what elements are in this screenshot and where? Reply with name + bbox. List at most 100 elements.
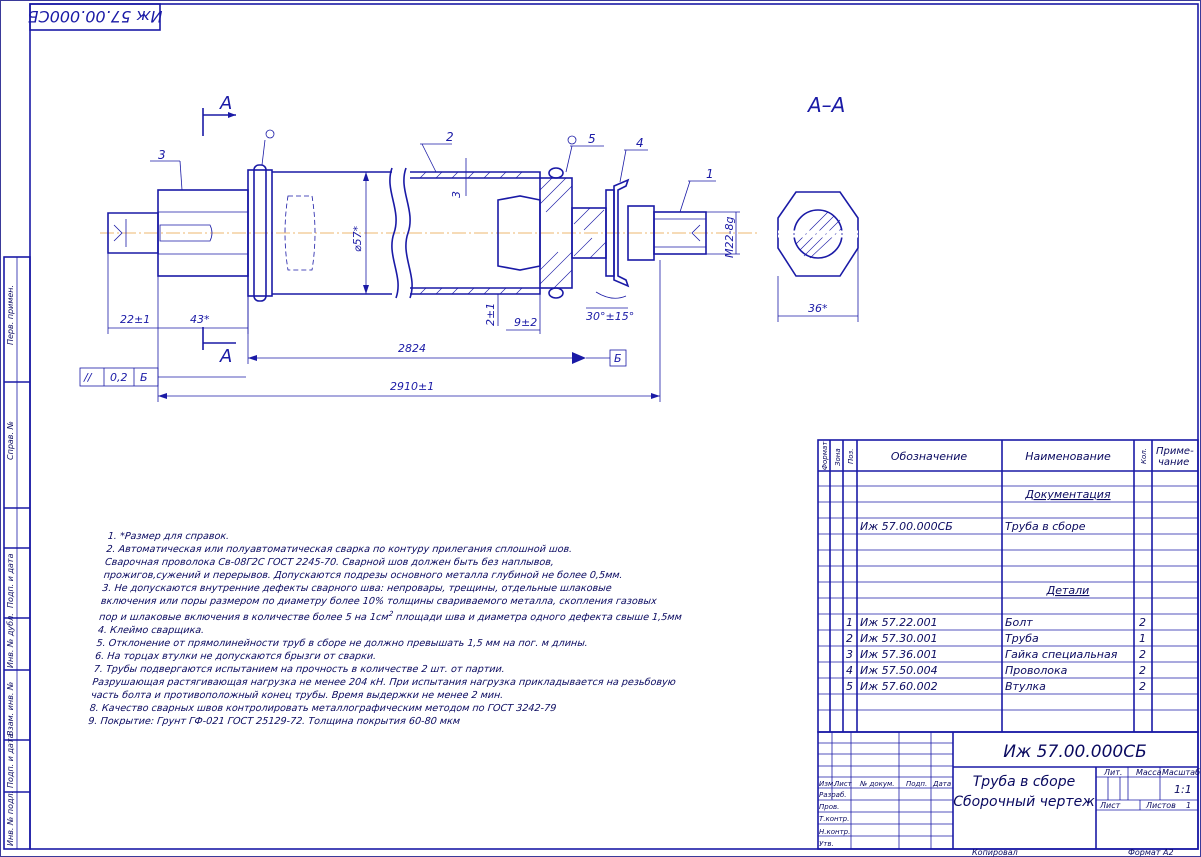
svg-text:Втулка: Втулка — [1005, 680, 1046, 693]
svg-text:2: 2 — [1139, 616, 1146, 629]
note-line: 4. Клеймо сварщика. — [97, 625, 205, 637]
dim-m22: M22-8g — [723, 217, 736, 258]
tb-role-4: Н.контр. — [819, 828, 850, 836]
note-line: 9. Покрытие: Грунт ГФ-021 ГОСТ 25129-72.… — [87, 716, 461, 728]
svg-text:3: 3 — [846, 648, 853, 661]
tb-role-1: Разраб. — [819, 791, 847, 799]
tb-code: Иж 57.00.000СБ — [1003, 742, 1147, 762]
doc-name: Труба в сборе — [1005, 520, 1086, 533]
note-line: пор и шлаковые включения в количестве бо… — [99, 608, 701, 624]
dim-36: 36* — [808, 302, 828, 315]
section-docs: Документация — [1024, 488, 1111, 501]
section-mark-top: А — [219, 93, 232, 114]
callout-2: 2 — [446, 130, 454, 144]
tb-lit: Лит. — [1103, 768, 1122, 777]
table-row: 4 Иж 57.50.004 Проволока 2 — [846, 664, 1146, 677]
side-label-4: Инв. № дубл. — [6, 613, 15, 668]
tb-role-2: Пров. — [819, 803, 839, 811]
tb-title-1: Труба в сборе — [973, 774, 1075, 790]
tb-title-2: Сборочный чертеж — [953, 794, 1095, 810]
svg-text:2: 2 — [1139, 648, 1146, 661]
stamp-box — [29, 3, 161, 31]
callout-5: 5 — [588, 132, 596, 146]
note-line: Разрушающая растягивающая нагрузка не ме… — [91, 677, 677, 689]
tolerance-value: 0,2 — [110, 371, 128, 384]
side-column: Перв. примен. Справ. № Подп. и дата Инв.… — [3, 256, 31, 850]
table-row: 1 Иж 57.22.001 Болт 2 — [846, 616, 1146, 629]
note-superscript: 2 — [388, 610, 394, 618]
note-line: 2. Автоматическая или полуавтоматическая… — [105, 544, 573, 555]
footer-format: Формат А2 — [1128, 848, 1174, 857]
dim-2pm1: 2±1 — [484, 303, 497, 326]
tb-mass: Масса — [1136, 768, 1162, 777]
hdr-pos: Поз. — [847, 449, 855, 465]
svg-text:Проволока: Проволока — [1005, 664, 1068, 677]
section-aa: А–А 36* — [777, 93, 859, 322]
callout-3: 3 — [158, 148, 166, 162]
datum-letter: Б — [614, 352, 622, 365]
footer-copied: Копировал — [972, 848, 1018, 857]
assembly-view: А А 3 2 5 4 1 ⌀57* 3 M22-8g — [79, 93, 760, 402]
side-label-6: Подп. и дата — [6, 733, 15, 788]
tb-sheets-value: 1 — [1186, 801, 1191, 810]
svg-text:2: 2 — [846, 632, 853, 645]
technical-notes: 1. *Размер для справок. 2. Автоматическа… — [88, 530, 709, 728]
hdr-note2: чание — [1158, 457, 1189, 468]
callout-4: 4 — [636, 136, 644, 150]
svg-text:Иж 57.60.002: Иж 57.60.002 — [860, 680, 938, 693]
doc-designation: Иж 57.00.000СБ — [860, 520, 953, 533]
side-label-2: Справ. № — [6, 421, 15, 460]
dim-2824: 2824 — [398, 342, 426, 355]
tb-role-5: Утв. — [819, 840, 834, 848]
section-title: А–А — [806, 93, 845, 117]
svg-text:2: 2 — [1139, 680, 1146, 693]
callout-1: 1 — [706, 167, 714, 181]
table-row: 3 Иж 57.36.001 Гайка специальная 2 — [846, 648, 1146, 661]
note-line: 3. Не допускаются внутренние дефекты сва… — [101, 583, 613, 594]
title-block: Изм. Лист № докум. Подп. Дата Разраб. Пр… — [817, 731, 1200, 850]
side-label-3: Подп. и дата — [6, 553, 15, 608]
section-mark-bottom: А — [219, 346, 232, 367]
tb-col-date: Дата — [932, 780, 951, 788]
table-row: 5 Иж 57.60.002 Втулка 2 — [846, 680, 1146, 693]
tb-scale: Масштаб — [1162, 768, 1200, 777]
dim-43: 43* — [190, 313, 210, 326]
hdr-zone: Зона — [834, 448, 842, 466]
tb-col-izm: Изм. — [819, 780, 835, 788]
stamp-code: Иж 57.00.000СБ — [27, 7, 162, 26]
dim-angle: 30°±15° — [586, 310, 634, 323]
tb-col-sign: Подп. — [906, 780, 927, 788]
hdr-qty: Кол. — [1140, 448, 1148, 464]
tolerance-symbol: // — [83, 371, 93, 384]
svg-text:5: 5 — [846, 680, 853, 693]
note-line: 7. Трубы подвергаются испытанием на проч… — [93, 664, 506, 676]
dim-22pm1: 22±1 — [120, 313, 150, 326]
svg-text:Гайка специальная: Гайка специальная — [1005, 648, 1118, 661]
side-label-5: Взам. инв. № — [6, 682, 15, 736]
tb-sheets: Листов — [1145, 801, 1176, 810]
note-text: пор и шлаковые включения в количестве бо… — [98, 612, 390, 624]
note-line: прожигов,сужений и перерывов. Допускаютс… — [103, 570, 624, 581]
tb-sheet: Лист — [1099, 801, 1121, 810]
note-line: Сварочная проволока Св-08Г2С ГОСТ 2245-7… — [104, 557, 555, 568]
hdr-name: Наименование — [1025, 450, 1111, 463]
tb-role-3: Т.контр. — [819, 815, 849, 823]
svg-text:2: 2 — [1139, 664, 1146, 677]
hdr-designation: Обозначение — [891, 450, 968, 463]
note-text: площади шва и диаметра одного дефекта св… — [395, 612, 683, 624]
svg-text:1: 1 — [1139, 632, 1146, 645]
hdr-format: Формат — [821, 441, 829, 470]
note-line: часть болта и противоположный конец труб… — [90, 690, 504, 702]
svg-text:Иж 57.22.001: Иж 57.22.001 — [860, 616, 938, 629]
dim-9pm2: 9±2 — [514, 316, 537, 329]
side-label-7: Инв. № подл. — [6, 791, 15, 846]
note-line: включения или поры размером по диаметру … — [100, 596, 658, 607]
svg-text:Иж 57.36.001: Иж 57.36.001 — [860, 648, 938, 661]
dim-d57: ⌀57* — [351, 225, 364, 252]
section-parts: Детали — [1046, 584, 1090, 597]
note-line: 5. Отклонение от прямолинейности труб в … — [95, 638, 589, 650]
tolerance-datum: Б — [140, 371, 148, 384]
note-line: 6. На торцах втулки не допускаются брызг… — [94, 651, 377, 663]
table-row: 2 Иж 57.30.001 Труба 1 — [846, 632, 1146, 645]
